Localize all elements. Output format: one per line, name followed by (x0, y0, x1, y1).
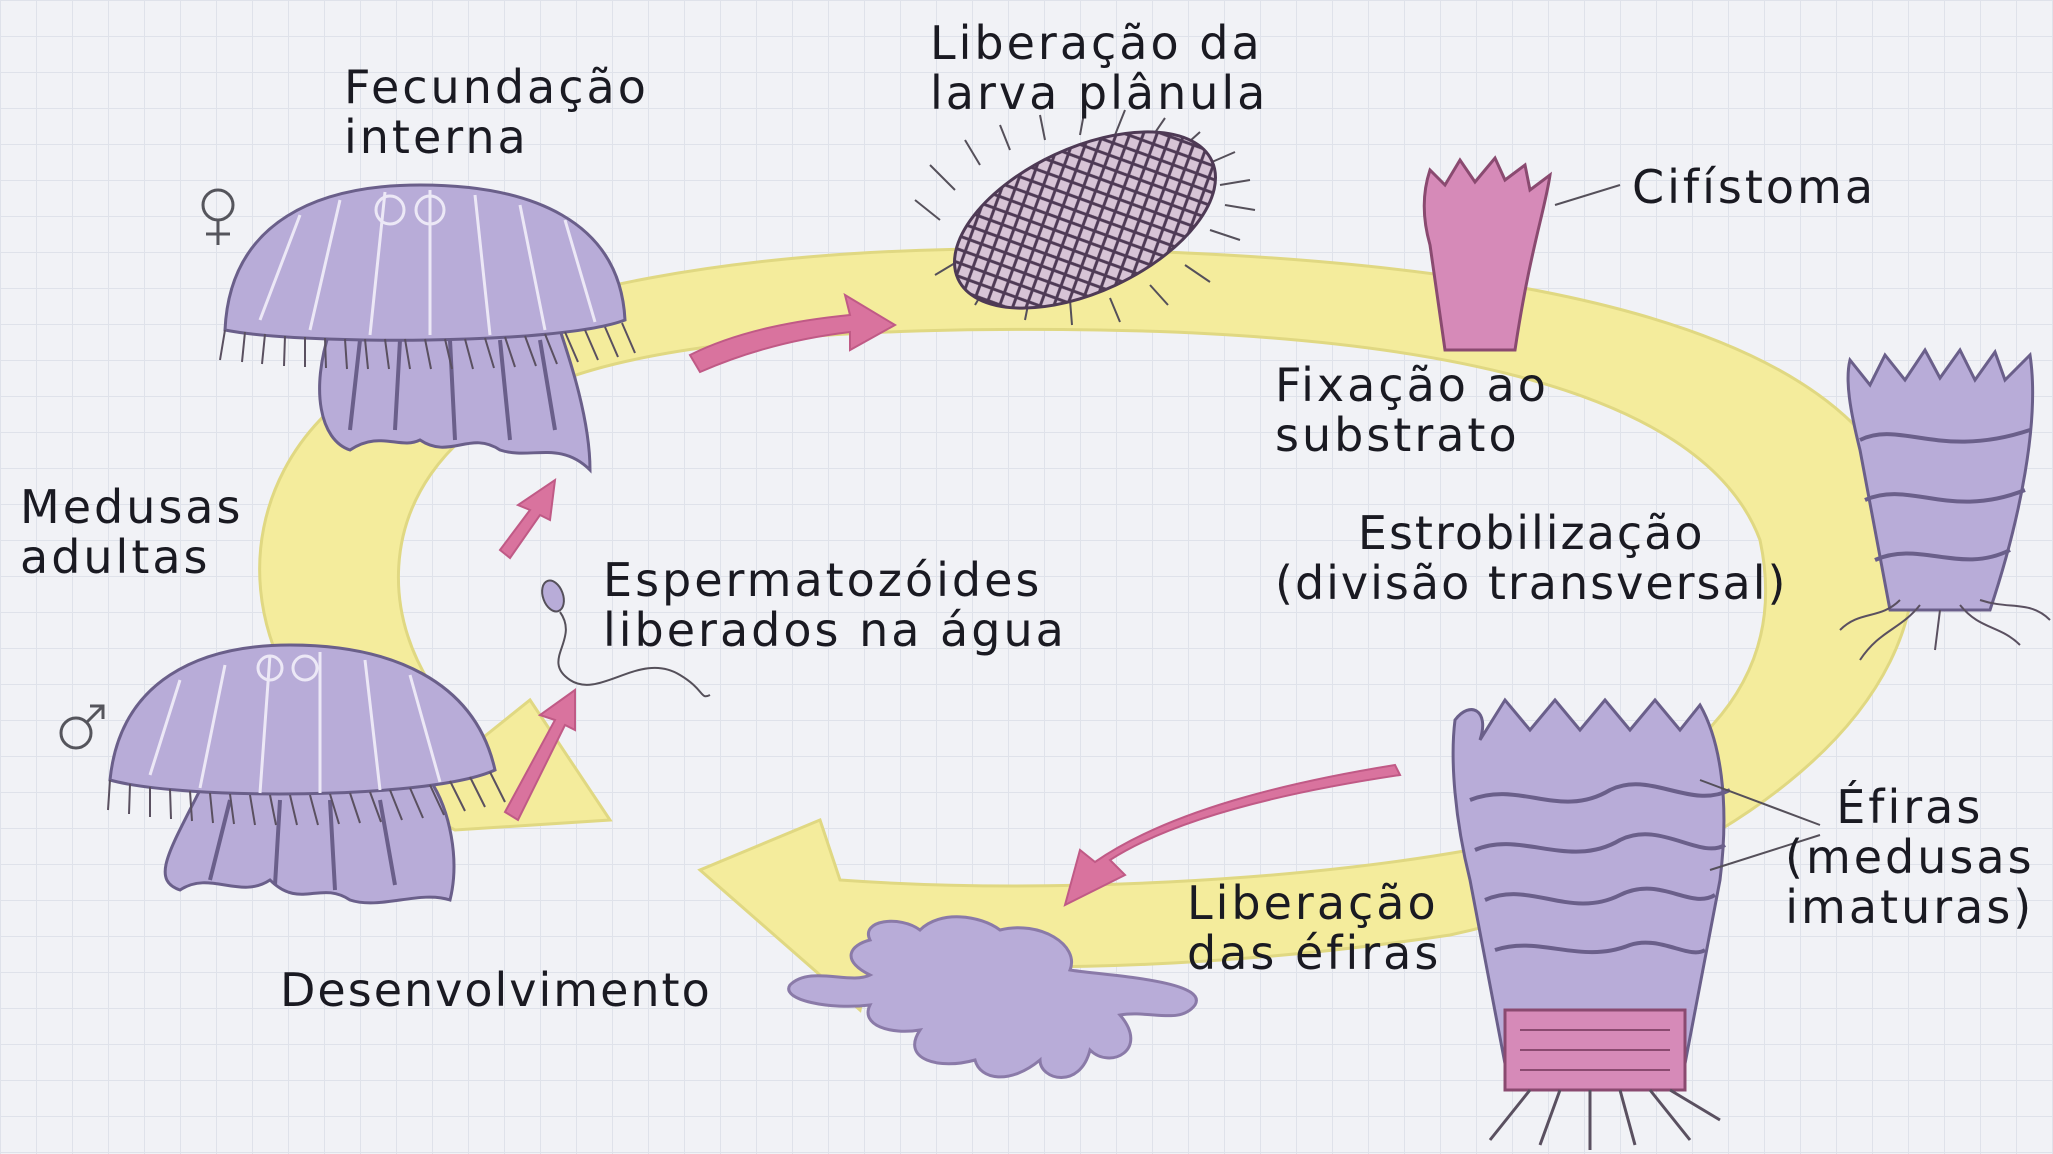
male-medusa (107, 643, 506, 905)
label-liberacao-larva-planula: Liberação da larva plânula (930, 16, 1269, 120)
label-estrobilizacao: Estrobilização (divisão transversal) (1275, 506, 1788, 610)
cifistoma-polyp (1422, 155, 1621, 352)
label-cifistoma: Cifístoma (1632, 160, 1877, 214)
male-symbol-icon (59, 704, 105, 750)
ephyra (787, 915, 1198, 1079)
female-medusa (219, 183, 636, 474)
label-medusas-adultas: Medusas adultas (20, 480, 244, 584)
pink-arrows (498, 292, 1402, 907)
label-desenvolvimento: Desenvolvimento (280, 963, 712, 1017)
strobila-polyp (1839, 347, 2051, 661)
sperm-cell (541, 579, 711, 698)
strobila-efiras (1451, 697, 1821, 1150)
planula-larva (914, 107, 1256, 326)
label-espermatozoides: Espermatozóides liberados na água (603, 553, 1067, 657)
label-efiras: Éfiras (medusas imaturas) (1785, 780, 2035, 934)
label-fixacao-substrato: Fixação ao substrato (1275, 358, 1549, 462)
female-symbol-icon (201, 188, 235, 245)
label-liberacao-efiras: Liberação das éfiras (1187, 876, 1442, 980)
label-fecundacao-interna: Fecundação interna (344, 60, 649, 164)
